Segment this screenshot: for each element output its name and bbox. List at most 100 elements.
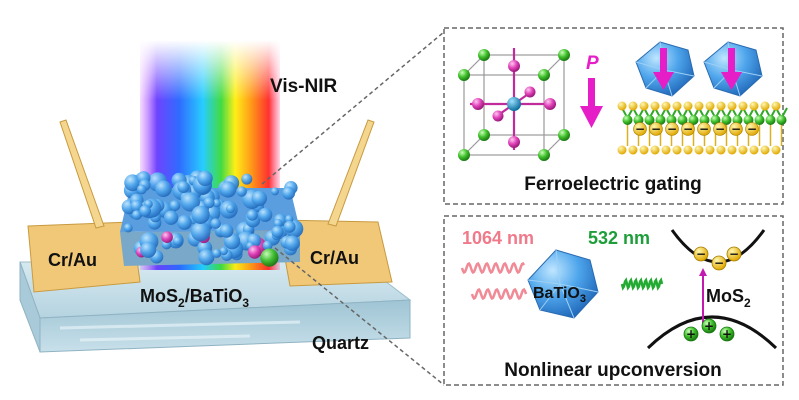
nanoparticle <box>260 248 279 267</box>
mos2-lattice <box>617 101 788 155</box>
ferroelectric-particle-left <box>635 41 695 97</box>
electron <box>681 122 695 136</box>
nanoparticle <box>123 223 133 233</box>
electron-sign: − <box>714 256 724 270</box>
nanoparticle <box>251 190 267 207</box>
nanoparticle <box>271 225 284 238</box>
nanoparticle <box>219 224 234 238</box>
nonlinear-upconversion-panel: 1064 nm 532 nm BaTiO3 − − − + + + <box>443 215 784 386</box>
quartz-substrate-side <box>19 261 41 353</box>
electron <box>713 122 727 136</box>
nanoparticle <box>180 192 200 212</box>
nanoparticle <box>136 184 147 195</box>
molybdenum-atom <box>699 115 710 125</box>
nanoparticle <box>161 231 173 243</box>
sulfur-atom <box>749 145 759 155</box>
nanoparticle <box>246 209 258 221</box>
nanoparticle <box>273 219 283 228</box>
hole-sign: + <box>722 327 732 341</box>
nanoparticle <box>212 248 222 258</box>
ir-wave-upper <box>460 261 526 275</box>
batio3-label: BaTiO3 <box>533 285 586 305</box>
nanoparticle <box>190 221 211 242</box>
electrode-lead-left <box>59 119 105 229</box>
electron-sign: − <box>715 122 725 136</box>
sulfur-atom <box>628 101 638 111</box>
sulfur-atom <box>760 101 770 111</box>
electron <box>729 122 743 136</box>
nanoparticle <box>262 240 273 251</box>
nanoparticle <box>282 186 296 200</box>
green-wave <box>620 277 664 291</box>
sulfur-atom <box>672 145 682 155</box>
nanoparticle-cluster <box>121 170 304 267</box>
hole-group: + + + <box>683 318 735 342</box>
sulfur-atom <box>705 101 715 111</box>
molybdenum-atom <box>666 115 677 125</box>
nanoparticle <box>172 236 183 246</box>
quartz-reflection <box>59 320 301 342</box>
sulfur-atom <box>727 101 737 111</box>
molybdenum-atom <box>710 115 721 125</box>
sulfur-atom <box>694 101 704 111</box>
nanoparticle <box>177 215 192 230</box>
molybdenum-atom <box>655 115 666 125</box>
perovskite-unit-cell <box>458 48 570 161</box>
nanoparticle <box>283 220 296 233</box>
sulfur-atom <box>738 101 748 111</box>
molybdenum-atom <box>776 115 787 125</box>
electrode-left-label: Cr/Au <box>48 250 97 270</box>
ir-wave-lower <box>470 287 528 301</box>
sulfur-atom <box>661 145 671 155</box>
nanoparticle <box>177 181 190 193</box>
electron-sign: − <box>683 122 693 136</box>
molybdenum-atom <box>688 115 699 125</box>
ferroelectric-particle-right <box>703 41 763 97</box>
electron-sign: − <box>696 247 706 261</box>
sulfur-atom <box>694 145 704 155</box>
batio3-particle <box>527 249 599 319</box>
sulfur-atom <box>639 101 649 111</box>
nanoparticle <box>139 205 152 217</box>
wavelength-532-label: 532 nm <box>588 228 650 248</box>
nanoparticle <box>270 187 279 196</box>
electron <box>649 122 663 136</box>
electron <box>745 122 759 136</box>
valence-band <box>646 315 778 350</box>
sulfur-atom <box>716 145 726 155</box>
molybdenum-atom <box>677 115 688 125</box>
nanoparticle <box>241 173 253 185</box>
molybdenum-atom <box>622 115 633 125</box>
sulfur-atom <box>760 145 770 155</box>
mos2-label: MoS2 <box>706 286 751 310</box>
sulfur-atom <box>705 145 715 155</box>
electrode-lead-right <box>327 119 375 227</box>
hole-sign: + <box>686 327 696 341</box>
nanoparticle <box>236 186 247 197</box>
vis-nir-label: Vis-NIR <box>270 76 338 97</box>
nanoparticle <box>203 197 215 209</box>
nanoparticle <box>155 180 172 197</box>
zoom-line-bottom <box>274 247 445 386</box>
electron-sign: − <box>667 122 677 136</box>
electron <box>697 122 711 136</box>
polarization-arrow <box>580 78 603 128</box>
nanoparticle <box>140 241 157 258</box>
sulfur-atom <box>716 101 726 111</box>
sulfur-atom <box>672 101 682 111</box>
nanoparticle <box>169 200 181 212</box>
nanoparticle <box>219 247 228 256</box>
channel-label: MoS2/BaTiO3 <box>140 286 249 310</box>
molybdenum-atom <box>754 115 765 125</box>
electron-sign: − <box>747 122 757 136</box>
electron-sign: − <box>729 247 739 261</box>
sulfur-atom <box>650 101 660 111</box>
quartz-label: Quartz <box>312 333 369 353</box>
polarization-label: P <box>586 53 599 74</box>
sulfur-atom <box>661 101 671 111</box>
molybdenum-atom <box>721 115 732 125</box>
nanoparticle <box>131 210 142 220</box>
nonlinear-upconversion-title: Nonlinear upconversion <box>504 360 721 381</box>
sulfur-atom <box>738 145 748 155</box>
